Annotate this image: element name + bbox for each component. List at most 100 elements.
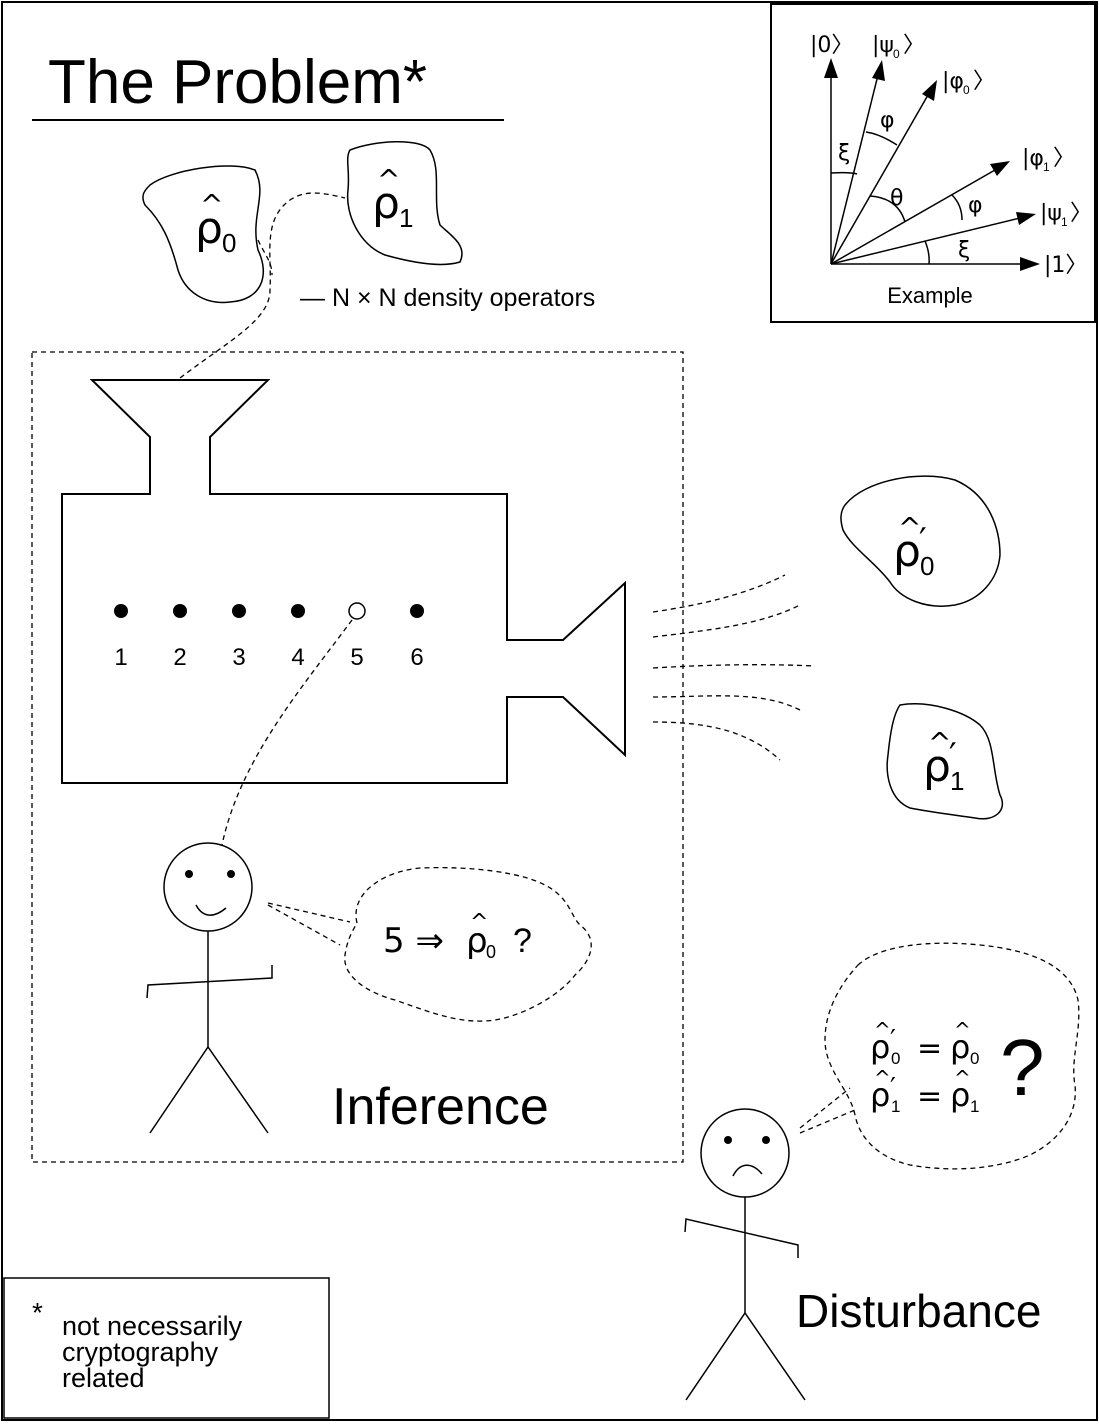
- outcome-dot-6: [410, 604, 424, 618]
- footnote-line-1: not necessarily: [62, 1311, 243, 1341]
- outcome-dot-3: [232, 604, 246, 618]
- svg-text:0: 0: [970, 1049, 979, 1068]
- svg-text:|φ: |φ: [1022, 146, 1044, 171]
- svg-text:^: ^: [377, 163, 400, 196]
- disturbance-question-mark: ?: [1000, 1023, 1045, 1112]
- footnote-box: * not necessarily cryptography related: [3, 1277, 330, 1419]
- disturbance-eye-left: [724, 1136, 732, 1144]
- phi1-label: |φ 1 〉: [1022, 146, 1075, 174]
- ket1-label: |1〉: [1044, 253, 1087, 278]
- disturbance-label: Disturbance: [796, 1285, 1041, 1337]
- xi-arc-bottom: [924, 240, 930, 265]
- svg-text:〉: 〉: [1053, 146, 1075, 171]
- rho1-prime-blob: [886, 703, 1004, 820]
- xi-arc-top: [830, 171, 858, 175]
- rho1-label: ρ ^ 1: [372, 163, 413, 233]
- svg-text:^: ^: [470, 910, 488, 935]
- outcome-label-2: 2: [173, 644, 186, 671]
- observation-line: [221, 619, 353, 846]
- psi1-arrowhead: [1016, 212, 1036, 225]
- svg-text:〉: 〉: [903, 33, 925, 58]
- inference-thought-text: 5 ⇒ ρ ^ 0 ?: [383, 910, 532, 962]
- inference-eye-left: [185, 870, 193, 878]
- svg-text:0: 0: [893, 47, 900, 61]
- output-line-5: [652, 721, 781, 761]
- example-caption: Example: [887, 283, 973, 308]
- svg-text:′: ′: [919, 521, 927, 561]
- disturbance-thought-tail: [799, 1087, 856, 1134]
- rho0-blob: [142, 165, 265, 304]
- disturbance-eq-1: ρ ^ ′ 0 = ρ ^ 0: [870, 1018, 979, 1068]
- outcome-label-4: 4: [291, 644, 304, 671]
- svg-text:ρ: ρ: [893, 526, 921, 577]
- rho1-blob: [346, 141, 463, 266]
- svg-text:^: ^: [928, 726, 951, 759]
- svg-text:〉: 〉: [973, 69, 995, 94]
- measurement-device: [61, 379, 626, 784]
- svg-text:′: ′: [890, 1025, 896, 1055]
- footnote-frame: [3, 1277, 330, 1419]
- outcome-dot-4: [291, 604, 305, 618]
- rho0-prime-label: ρ ^ ′ 0: [893, 511, 934, 581]
- svg-text:0: 0: [486, 942, 496, 962]
- output-line-2: [652, 604, 801, 638]
- svg-text:0: 0: [963, 83, 970, 97]
- svg-text:ρ: ρ: [195, 203, 223, 254]
- inference-smile: [195, 904, 227, 916]
- phi0-label: |φ 0 〉: [942, 69, 995, 97]
- svg-text:1: 1: [1061, 215, 1068, 229]
- disturbance-legs: [685, 1311, 806, 1401]
- svg-text:ρ: ρ: [950, 1076, 970, 1114]
- inference-legs: [149, 1045, 269, 1134]
- ket1-arrowhead: [1020, 257, 1040, 271]
- svg-text:^: ^: [954, 1066, 971, 1090]
- outcome-label-1: 1: [114, 644, 127, 671]
- svg-text:0: 0: [891, 1049, 900, 1068]
- svg-text:^: ^: [874, 1018, 891, 1042]
- outcome-label-3: 3: [232, 644, 245, 671]
- svg-text:1: 1: [950, 766, 964, 796]
- svg-text:ρ: ρ: [870, 1076, 890, 1114]
- page-title: The Problem*: [48, 48, 427, 117]
- density-operators-note: — N × N density operators: [300, 284, 595, 312]
- rho0-prime-blob: [840, 475, 1001, 607]
- footnote-marker: *: [32, 1297, 43, 1328]
- inference-region: [31, 351, 684, 1163]
- phi-arc-top: [865, 131, 898, 146]
- ket0-label: |0〉: [810, 33, 853, 58]
- disturbance-frown: [732, 1164, 763, 1177]
- output-line-4: [652, 695, 801, 711]
- svg-text:1: 1: [399, 203, 413, 233]
- svg-text:ρ: ρ: [870, 1028, 890, 1066]
- inference-figure: [146, 842, 273, 1134]
- example-frame: [770, 3, 1096, 323]
- svg-text:|φ: |φ: [942, 69, 964, 94]
- theta-arc: [869, 195, 906, 223]
- psi0-vector: [830, 74, 879, 265]
- disturbance-eye-right: [762, 1136, 770, 1144]
- inference-label: Inference: [332, 1078, 549, 1136]
- rho1-prime-label: ρ ^ ′ 1: [923, 726, 964, 796]
- svg-text:?: ?: [513, 922, 532, 960]
- disturbance-thought-bubble: [824, 942, 1080, 1170]
- psi0-label: |ψ 0 〉: [872, 33, 925, 61]
- theta-label: θ: [890, 186, 903, 211]
- rho0-feed-line: [257, 239, 273, 276]
- phi0-vector: [830, 94, 929, 265]
- svg-text:|ψ: |ψ: [1040, 201, 1062, 226]
- svg-text:1: 1: [970, 1097, 979, 1116]
- psi1-label: |ψ 1 〉: [1040, 201, 1092, 229]
- xi-label-bottom: ξ: [958, 238, 970, 263]
- svg-text:0: 0: [920, 551, 934, 581]
- svg-text:^: ^: [898, 511, 921, 544]
- inference-eye-right: [227, 870, 235, 878]
- ket0-arrowhead: [824, 58, 838, 78]
- svg-text:=: =: [917, 1079, 942, 1114]
- inference-head: [163, 842, 253, 932]
- svg-text:′: ′: [949, 736, 957, 776]
- svg-text:ρ: ρ: [923, 741, 951, 792]
- psi0-arrowhead: [872, 60, 885, 81]
- output-line-3: [652, 664, 816, 669]
